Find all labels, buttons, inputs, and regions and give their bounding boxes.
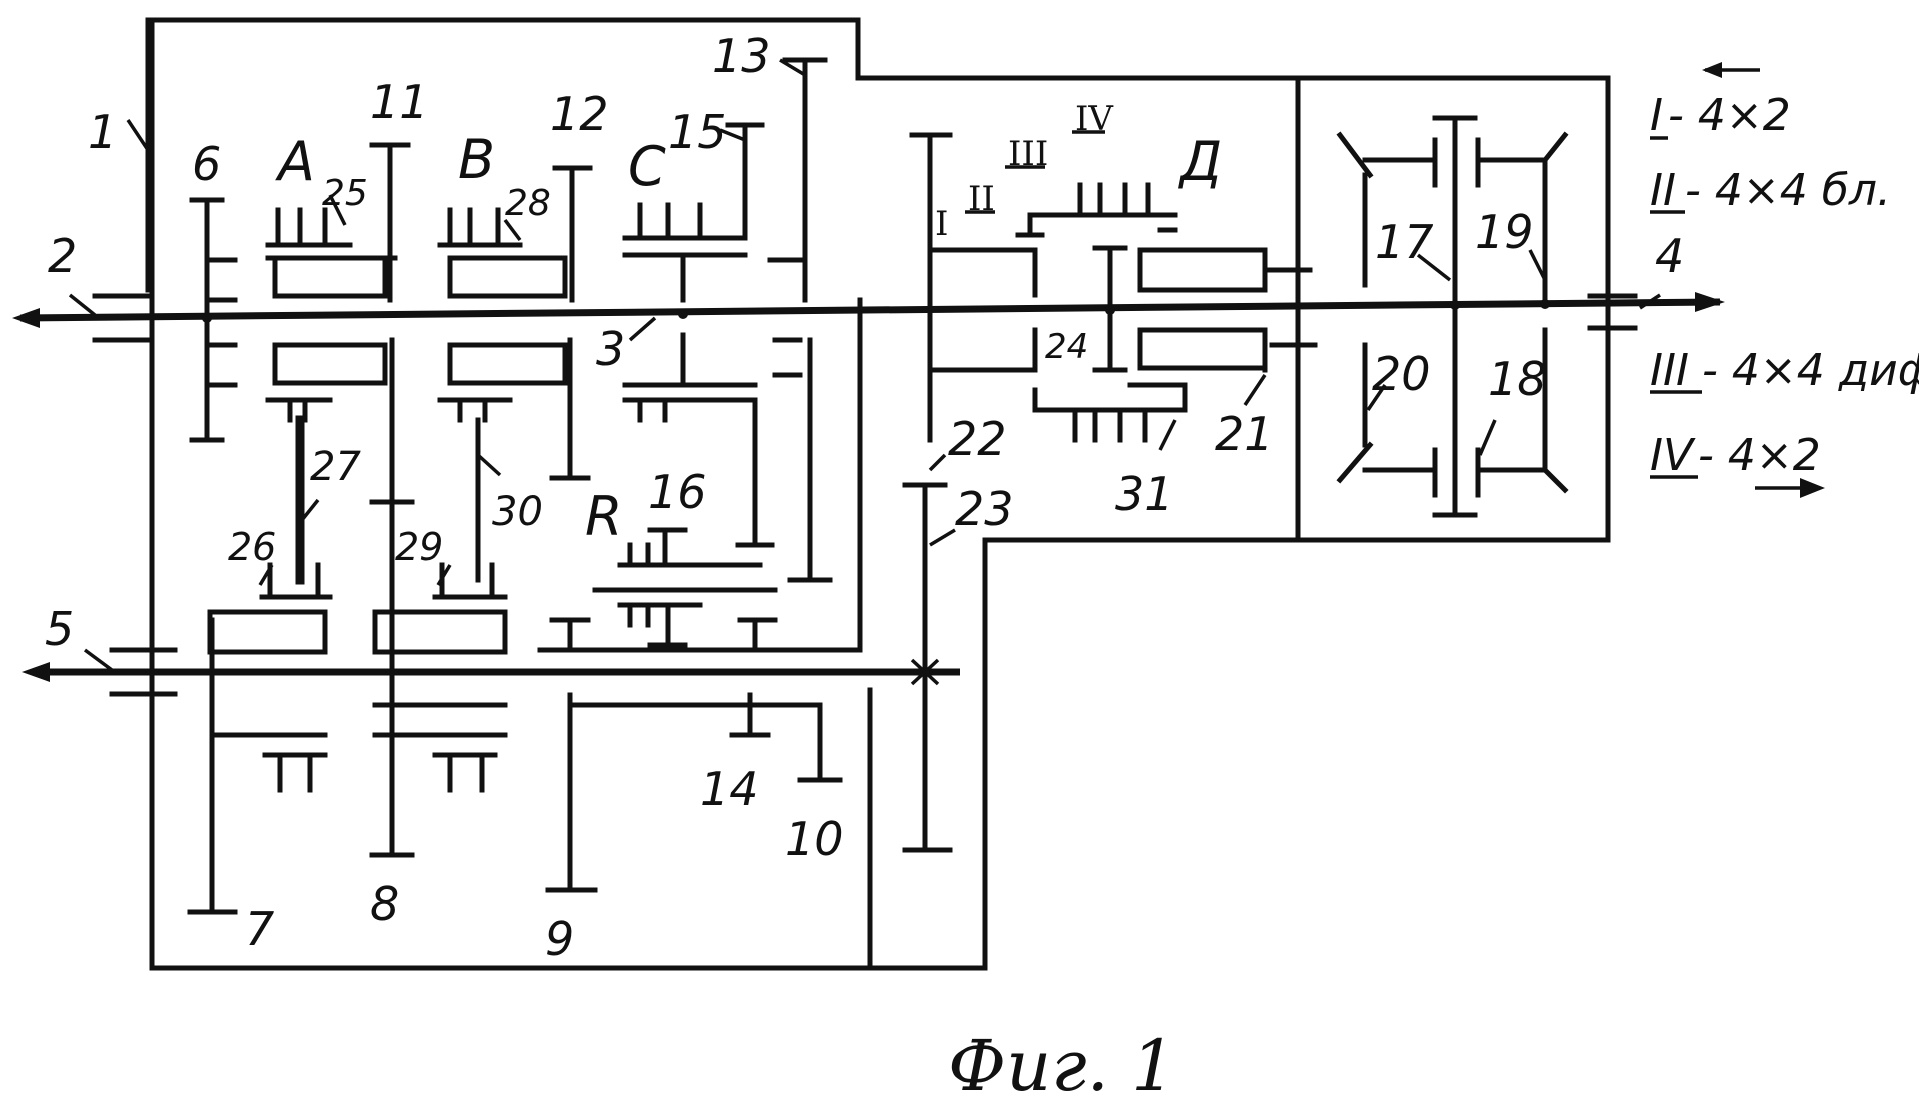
label-21: 21 — [1215, 407, 1274, 461]
joint-marks — [202, 299, 1550, 684]
gear-13 — [770, 60, 860, 650]
reverse-idler-R — [595, 530, 775, 650]
label-R: R — [585, 485, 623, 548]
label-6: 6 — [192, 137, 221, 191]
label-24: 24 — [1045, 327, 1088, 367]
label-4: 4 — [1655, 229, 1684, 283]
label-C: C — [628, 135, 666, 198]
label-17: 17 — [1375, 215, 1434, 269]
label-A: A — [275, 130, 315, 193]
label-pos-I: I — [935, 204, 948, 244]
gear-pair-11-8 — [372, 145, 505, 855]
label-29: 29 — [395, 525, 443, 569]
label-7: 7 — [245, 902, 274, 956]
label-8: 8 — [370, 877, 399, 931]
gear-14 — [732, 695, 768, 735]
label-18: 18 — [1488, 352, 1547, 406]
legend-mode-IV: IV — [1650, 430, 1696, 481]
label-11: 11 — [370, 75, 429, 129]
label-23: 23 — [955, 482, 1014, 536]
legend-mode-II: II — [1650, 165, 1676, 216]
legend-text-I: - 4×2 — [1668, 90, 1791, 141]
label-26: 26 — [228, 525, 276, 569]
figure-caption: Фиг. 1 — [948, 1025, 1176, 1107]
label-15: 15 — [668, 105, 727, 159]
label-20: 20 — [1372, 347, 1431, 401]
label-30: 30 — [492, 489, 543, 535]
label-27: 27 — [310, 444, 361, 490]
label-13: 13 — [712, 29, 771, 83]
label-28: 28 — [505, 183, 551, 224]
legend-mode-I: I — [1650, 90, 1663, 141]
legend-mode-III: III — [1650, 345, 1689, 396]
legend-text-IV: - 4×2 — [1698, 430, 1821, 481]
differential — [1340, 118, 1565, 515]
shafts — [12, 292, 1725, 694]
label-16: 16 — [648, 465, 707, 519]
label-14: 14 — [700, 762, 759, 816]
label-31: 31 — [1115, 467, 1174, 521]
label-B: B — [458, 128, 495, 191]
label-12: 12 — [550, 87, 609, 141]
label-9: 9 — [545, 912, 574, 966]
label-10: 10 — [785, 812, 844, 866]
legend-text-II: - 4×4 бл. — [1685, 165, 1891, 216]
label-5: 5 — [45, 602, 74, 656]
legend-text-III: - 4×4 диф. — [1702, 345, 1919, 396]
part-labels: 1 2 3 4 5 6 7 8 9 10 11 12 13 14 15 16 1… — [45, 29, 1684, 966]
label-25: 25 — [322, 173, 368, 214]
label-19: 19 — [1475, 205, 1534, 259]
mode-legend: I - 4×2 II - 4×4 бл. III - 4×4 диф. IV -… — [1650, 62, 1919, 498]
label-3: 3 — [596, 322, 625, 376]
synchronizer-A — [210, 210, 395, 790]
label-2: 2 — [48, 229, 77, 283]
coupling-D — [1018, 185, 1310, 440]
label-22: 22 — [948, 412, 1007, 466]
label-D: Д — [1178, 130, 1222, 193]
label-1: 1 — [88, 105, 117, 159]
